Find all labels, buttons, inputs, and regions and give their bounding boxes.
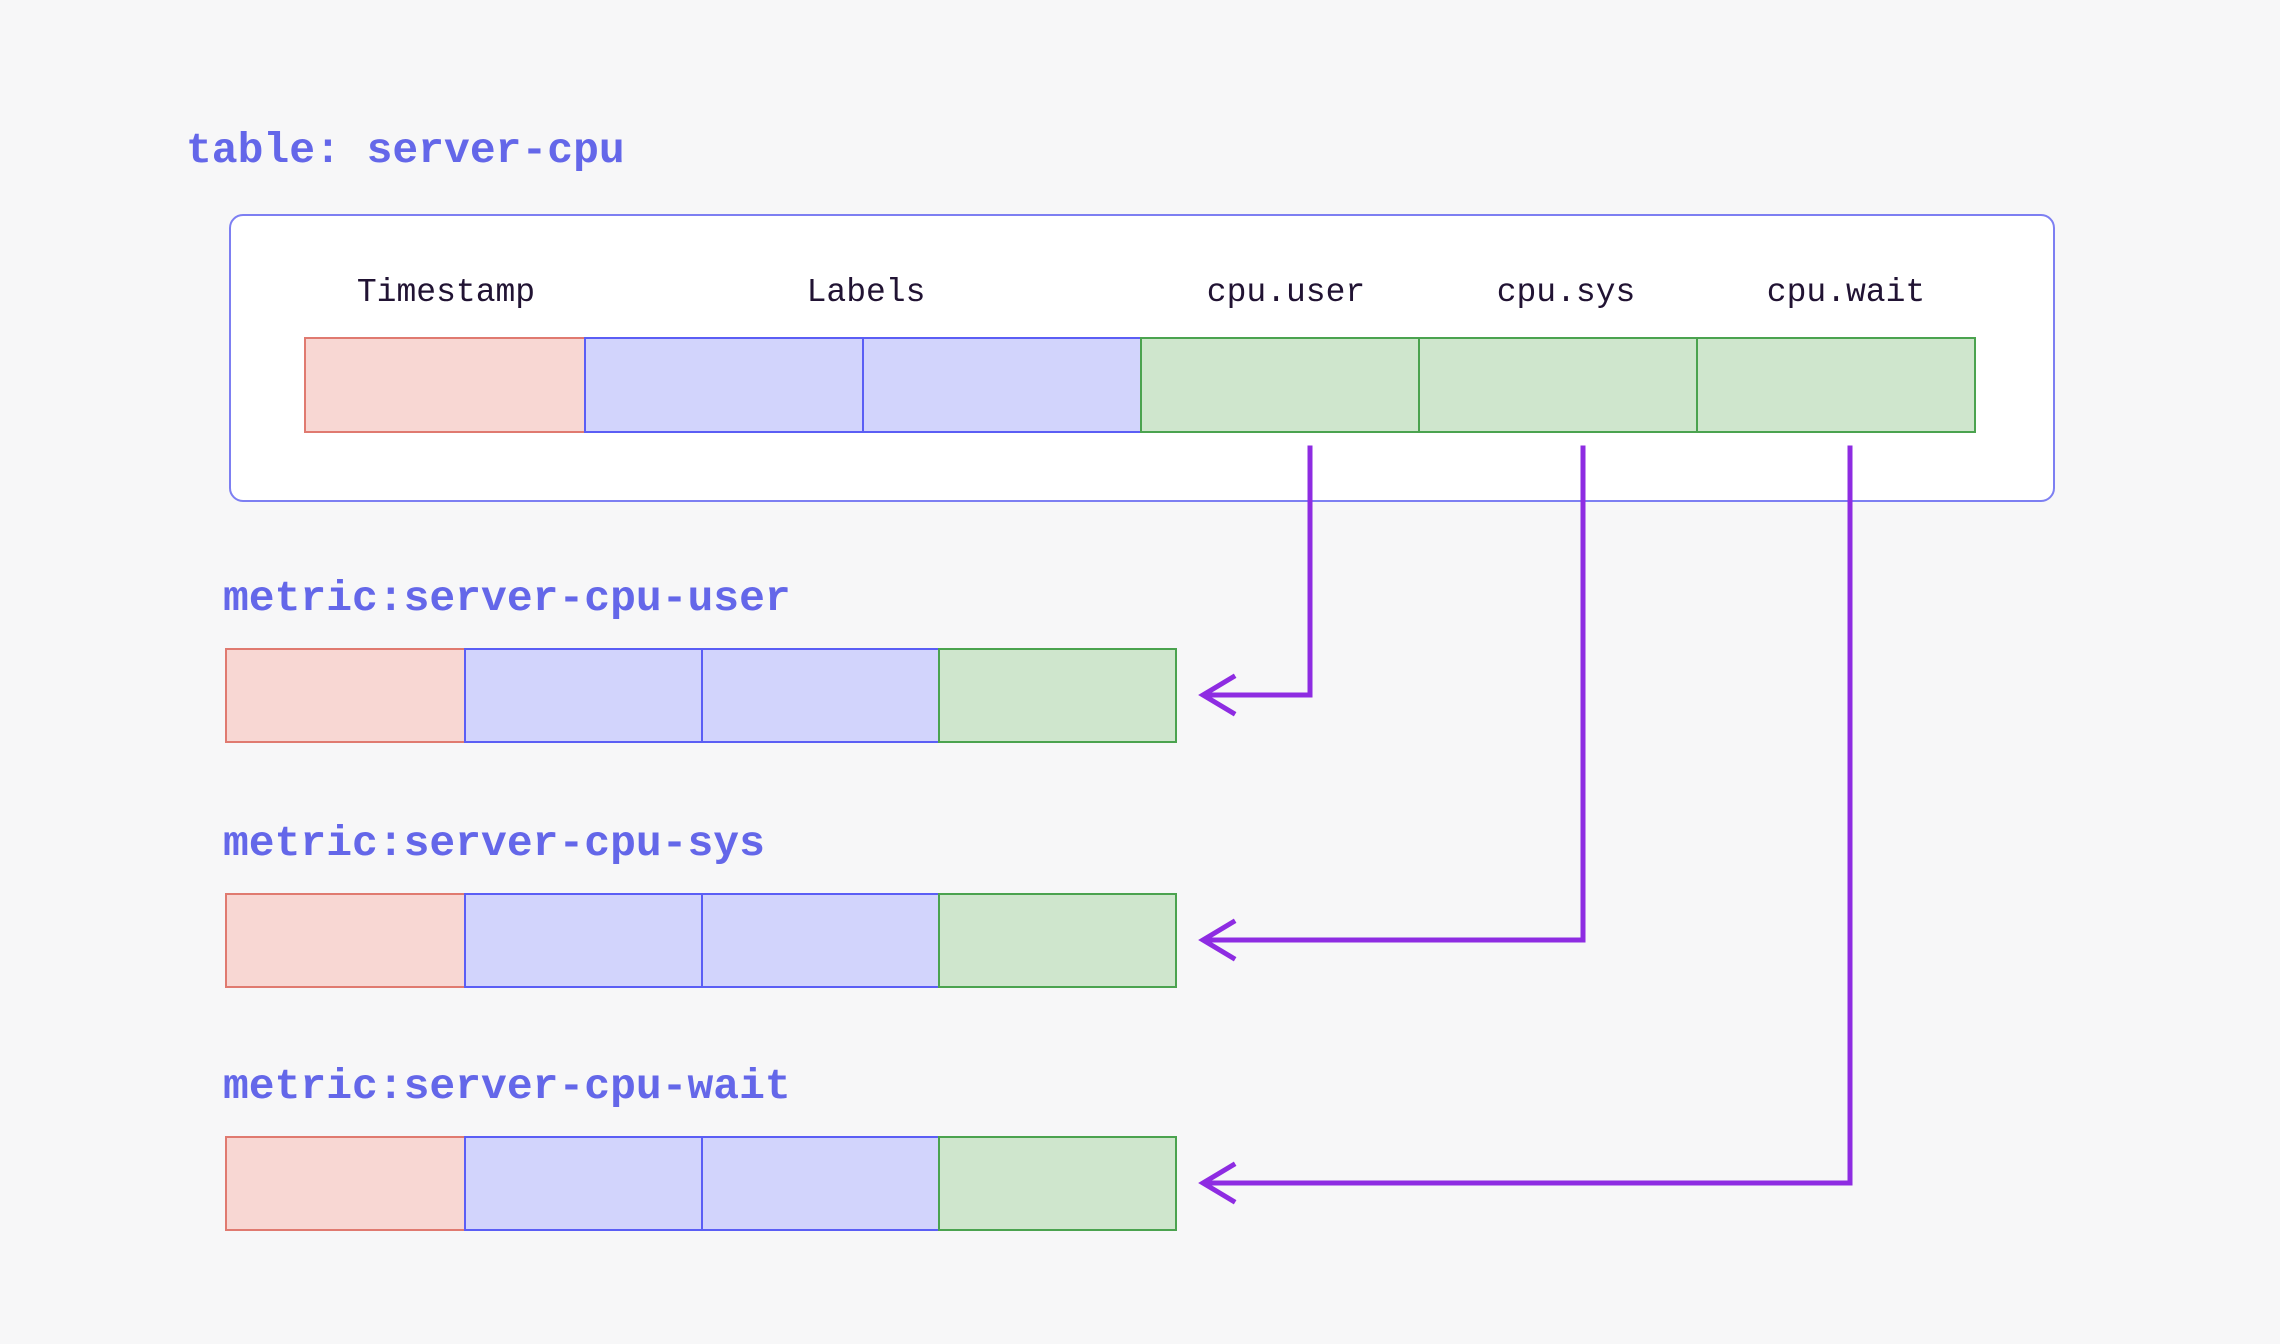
column-header-cpu-user: cpu.user (1206, 274, 1366, 311)
metric-row (225, 1136, 1177, 1231)
table-title: table: server-cpu (186, 126, 625, 175)
table-card: Timestamp Labels cpu.user cpu.sys cpu.wa… (229, 214, 2055, 502)
arrow-cpu-wait (1198, 445, 1853, 1205)
labels-cell (464, 648, 703, 743)
labels-cell (464, 893, 703, 988)
metric-block-server-cpu-sys: metric:server-cpu-sys (223, 819, 1177, 988)
value-cell (938, 648, 1177, 743)
column-header-timestamp: Timestamp (356, 274, 536, 311)
column-header-labels: Labels (806, 274, 926, 311)
value-cell (938, 893, 1177, 988)
metric-title: metric:server-cpu-wait (223, 1062, 791, 1111)
column-header-cpu-wait: cpu.wait (1766, 274, 1926, 311)
column-header-cpu-sys: cpu.sys (1496, 274, 1636, 311)
metric-row (225, 893, 1177, 988)
labels-cell (862, 337, 1142, 433)
timestamp-cell (225, 1136, 466, 1231)
metric-row (225, 648, 1177, 743)
labels-cell (701, 893, 940, 988)
metric-block-server-cpu-wait: metric:server-cpu-wait (223, 1062, 1177, 1231)
metric-title: metric:server-cpu-user (223, 574, 791, 623)
timestamp-cell (225, 648, 466, 743)
value-cell (938, 1136, 1177, 1231)
cpu-sys-cell (1418, 337, 1698, 433)
labels-cell (701, 1136, 940, 1231)
table-row (304, 337, 1976, 433)
metric-title: metric:server-cpu-sys (223, 819, 765, 868)
labels-cell (584, 337, 864, 433)
arrow-cpu-sys (1198, 445, 1586, 962)
labels-cell (464, 1136, 703, 1231)
timestamp-cell (304, 337, 586, 433)
cpu-wait-cell (1696, 337, 1976, 433)
labels-cell (701, 648, 940, 743)
cpu-user-cell (1140, 337, 1420, 433)
timestamp-cell (225, 893, 466, 988)
metric-block-server-cpu-user: metric:server-cpu-user (223, 574, 1177, 743)
